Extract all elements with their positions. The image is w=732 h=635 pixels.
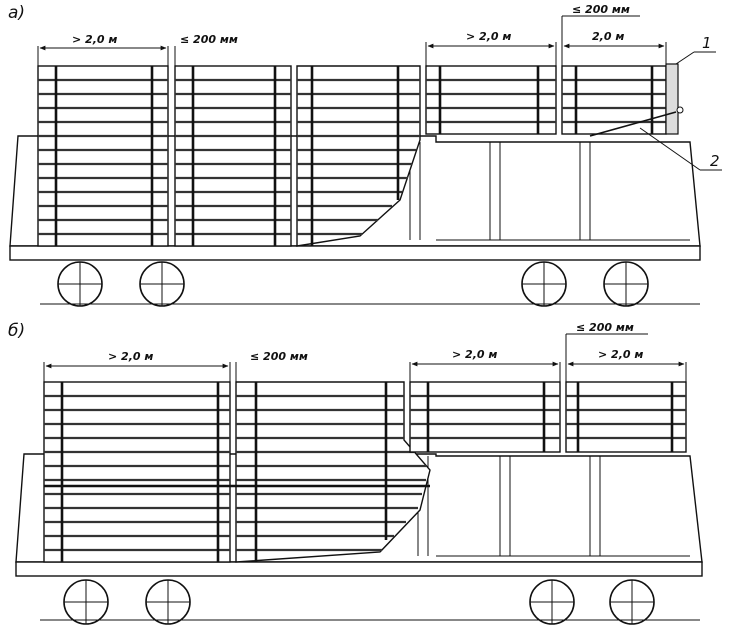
panel-a-brace [589,111,677,137]
panel-b-stack-3 [409,381,561,453]
panel-b-dimensions: > 2,0 м ≤ 200 мм > 2,0 м ≤ 200 мм > 2,0 … [43,321,687,382]
panel-b-stack-4 [565,381,687,453]
panel-a-dim-3: > 2,0 м [466,30,511,43]
panel-b-wheel [609,579,655,625]
panel-a-label: а) [8,3,25,23]
panel-a-wheels [40,261,700,307]
panel-b-dim-5: > 2,0 м [598,348,643,361]
panel-b-wheel [63,579,109,625]
panel-b: б) [8,321,703,625]
panel-b-wheel [529,579,575,625]
panel-a-wheel [521,261,567,307]
panel-a-wheel [603,261,649,307]
callout-1: 1 [702,34,712,52]
panel-a-dim-1: > 2,0 м [72,33,117,46]
panel-a-stack-2 [174,65,292,247]
panel-b-label: б) [8,321,25,341]
panel-b-stack-2 [44,381,431,563]
panel-b-dim-1: > 2,0 м [108,350,153,363]
panel-b-dim-3: > 2,0 м [452,348,497,361]
panel-b-dim-4: ≤ 200 мм [576,321,634,334]
panel-a-wheel [57,261,103,307]
panel-b-dim-2: ≤ 200 мм [250,350,308,363]
panel-b-wheel [145,579,191,625]
panel-a: а) [8,3,722,307]
panel-a-wagon-frame [9,245,701,261]
panel-a-dimensions: > 2,0 м ≤ 200 мм > 2,0 м ≤ 200 мм 2,0 м [37,3,667,66]
panel-b-stack-1 [43,381,231,563]
panel-b-wagon-frame [15,561,703,577]
panel-b-wheels [40,579,700,625]
panel-a-end-shield [665,63,679,135]
callout-2: 2 [710,152,720,170]
panel-a-stack-4 [425,65,557,135]
panel-a-dim-5: 2,0 м [592,30,624,43]
panel-a-stack-5 [561,65,667,135]
panel-a-callouts: 1 2 [639,34,722,171]
panel-a-stack-3 [296,65,421,247]
panel-a-wheel [139,261,185,307]
panel-a-load [37,63,684,247]
panel-a-stack-1 [37,65,169,247]
panel-b-load [43,381,687,563]
panel-a-dim-4: ≤ 200 мм [572,3,630,16]
panel-a-dim-2: ≤ 200 мм [180,33,238,46]
